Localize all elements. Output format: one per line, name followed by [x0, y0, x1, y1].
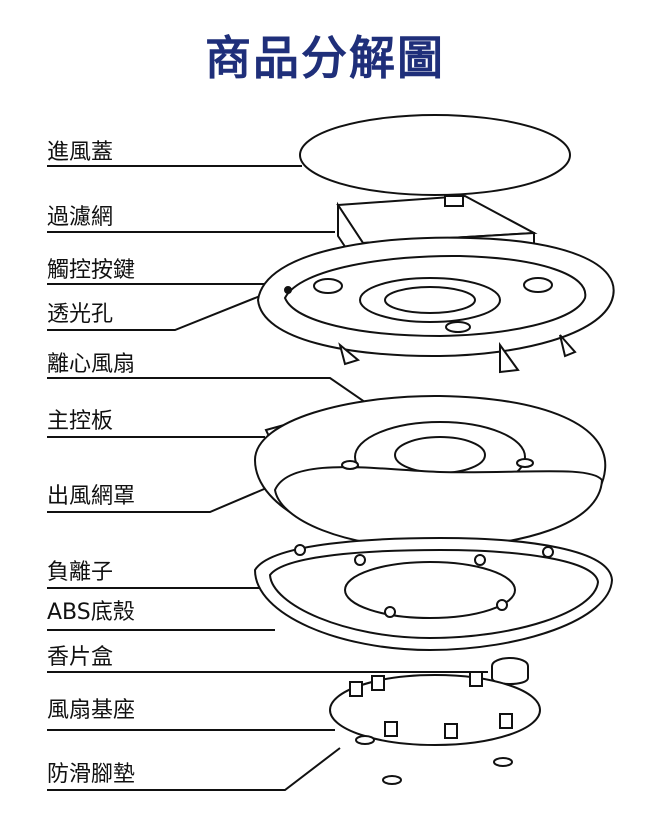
anti-slip-pads-part: [355, 735, 513, 785]
label-filter: 過濾網: [47, 205, 114, 230]
label-touch-button: 觸控按鍵: [47, 258, 136, 283]
label-main-board: 主控板: [47, 409, 114, 434]
abs-base-shell-part: [253, 536, 614, 652]
label-fragrance-box: 香片盒: [47, 645, 114, 670]
page-title: 商品分解圖: [205, 31, 445, 85]
label-centrifugal-fan: 離心風扇: [47, 352, 136, 377]
label-light-hole: 透光孔: [47, 302, 114, 327]
label-outlet-cover: 出風網罩: [47, 484, 136, 509]
label-anti-slip-pad: 防滑腳墊: [47, 762, 136, 787]
label-negative-ion: 負離子: [47, 560, 114, 585]
fan-base-part: [329, 671, 541, 746]
top-housing-part: [256, 236, 615, 374]
label-fan-base: 風扇基座: [47, 698, 136, 723]
fragrance-box-part: [491, 657, 529, 685]
outlet-cover-part: [253, 394, 607, 550]
label-abs-base-shell: ABS底殼: [47, 600, 135, 625]
label-intake-cover: 進風蓋: [47, 140, 114, 165]
intake-cover-part: [299, 114, 571, 196]
